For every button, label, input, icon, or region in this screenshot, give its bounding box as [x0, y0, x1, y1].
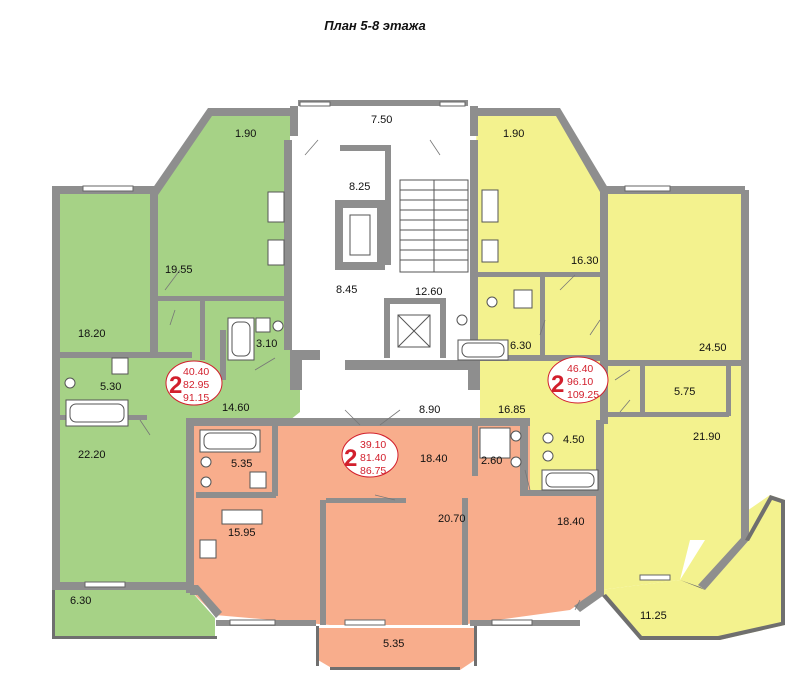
staircase — [399, 179, 469, 273]
room-label: 5.75 — [674, 386, 695, 398]
room-label: 5.35 — [383, 638, 404, 650]
badge-rooms: 2 — [551, 371, 564, 398]
badge-area-2: 82.95 — [183, 379, 209, 391]
room-label: 8.45 — [336, 284, 357, 296]
room-label: 2.60 — [481, 455, 502, 467]
room-label: 4.50 — [563, 434, 584, 446]
yellow-toilet-2 — [542, 432, 554, 444]
room-label: 5.35 — [231, 458, 252, 470]
room-label: 11.25 — [640, 610, 667, 622]
room-label: 14.60 — [222, 402, 250, 414]
orange-toilet-2 — [510, 456, 522, 468]
badge-area-3: 91.15 — [183, 392, 209, 404]
badge-area-3: 86.75 — [360, 465, 386, 477]
room-label: 22.20 — [78, 449, 106, 461]
plan-title: План 5-8 этажа — [324, 18, 426, 33]
room-label: 7.50 — [371, 114, 392, 126]
yellow-stove — [481, 189, 499, 223]
orange-balcony[interactable] — [318, 628, 475, 670]
fixtures — [64, 189, 599, 559]
room-label: 21.90 — [693, 431, 721, 443]
badge-rooms: 2 — [344, 445, 357, 472]
badge-area-2: 96.10 — [567, 376, 593, 388]
green-apartment[interactable] — [60, 112, 300, 585]
room-label: 5.30 — [100, 381, 121, 393]
room-label: 18.40 — [420, 453, 448, 465]
room-label: 3.10 — [256, 338, 277, 350]
orange-stove — [221, 509, 263, 525]
room-label: 6.30 — [510, 340, 531, 352]
room-label: 8.25 — [349, 181, 370, 193]
badge-orange[interactable]: 2 39.10 81.40 86.75 — [341, 432, 399, 478]
green-toilet-1 — [272, 320, 284, 332]
room-label: 19.55 — [165, 264, 193, 276]
badge-area-3: 109.25 — [567, 389, 599, 401]
badge-area-1: 46.40 — [567, 363, 593, 375]
room-labels: 1.90 19.55 18.20 3.10 5.30 14.60 22.20 6… — [70, 114, 727, 650]
green-stove — [267, 191, 285, 223]
badge-area-1: 39.10 — [360, 439, 386, 451]
room-label: 12.60 — [415, 286, 443, 298]
windows — [82, 101, 671, 626]
yellow-balcony-bottom[interactable] — [600, 495, 785, 640]
room-label: 16.85 — [498, 404, 526, 416]
badge-yellow[interactable]: 2 46.40 96.10 109.25 — [547, 356, 609, 404]
orange-toilet-1 — [200, 456, 212, 468]
room-label: 8.90 — [419, 404, 440, 416]
room-label: 18.40 — [557, 516, 585, 528]
badge-green[interactable]: 2 40.40 82.95 91.15 — [165, 360, 223, 406]
yellow-toilet-1 — [456, 314, 468, 326]
orange-apartment[interactable] — [190, 422, 600, 625]
badge-area-2: 81.40 — [360, 452, 386, 464]
green-toilet-2 — [64, 377, 76, 389]
room-label: 6.30 — [70, 595, 91, 607]
room-label: 1.90 — [503, 128, 524, 140]
room-label: 1.90 — [235, 128, 256, 140]
room-label: 16.30 — [571, 255, 599, 267]
room-label: 20.70 — [438, 513, 466, 525]
room-label: 15.95 — [228, 527, 256, 539]
room-label: 18.20 — [78, 328, 106, 340]
green-balcony-bottom[interactable] — [55, 590, 215, 637]
orange-shower — [479, 427, 511, 459]
room-label: 24.50 — [699, 342, 727, 354]
badge-rooms: 2 — [169, 372, 182, 399]
badge-area-1: 40.40 — [183, 366, 209, 378]
